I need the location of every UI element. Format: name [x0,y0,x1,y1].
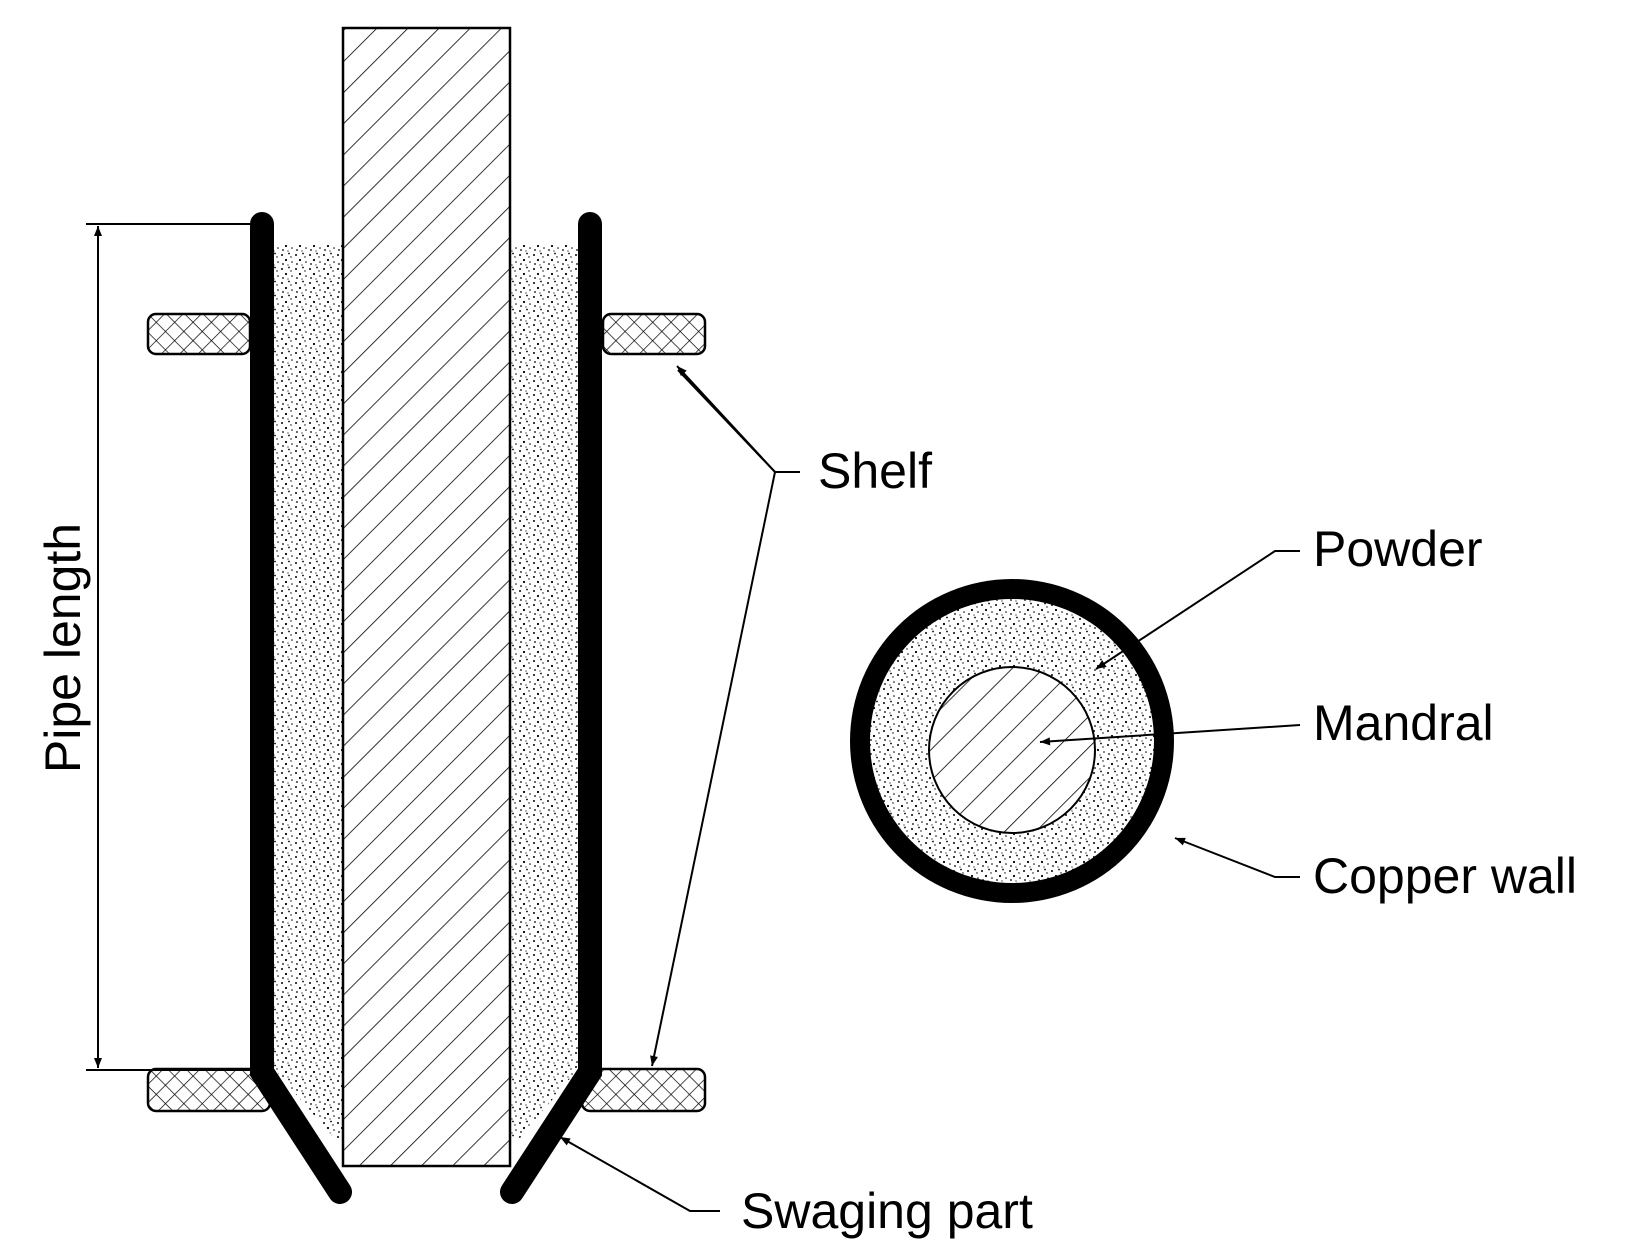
powder-label: Powder [1313,521,1483,577]
copper-wall-right [500,212,602,1204]
copper-wall-left [250,212,352,1204]
cross-section [850,579,1174,903]
swaging-part-label: Swaging part [741,1183,1033,1239]
swaging-part-leader [559,1136,720,1212]
shelf-top-right [601,312,707,356]
pipe-length-label: Pipe length [35,523,91,773]
mandrel-rod [341,26,512,1168]
powder-left [274,245,343,1138]
copper-wall-leader [1174,837,1300,878]
mandral-leader [1039,724,1301,746]
powder-leader [1095,550,1300,670]
mandrel-section [928,666,1096,834]
copper-wall-label: Copper wall [1313,848,1577,904]
mandral-label: Mandral [1313,695,1494,751]
shelf-top-left [146,312,252,356]
powder-right [510,245,578,1138]
shelf-leader-bottom [650,471,776,1067]
shelf-label: Shelf [818,443,932,499]
shelf-leader-top [676,365,776,473]
